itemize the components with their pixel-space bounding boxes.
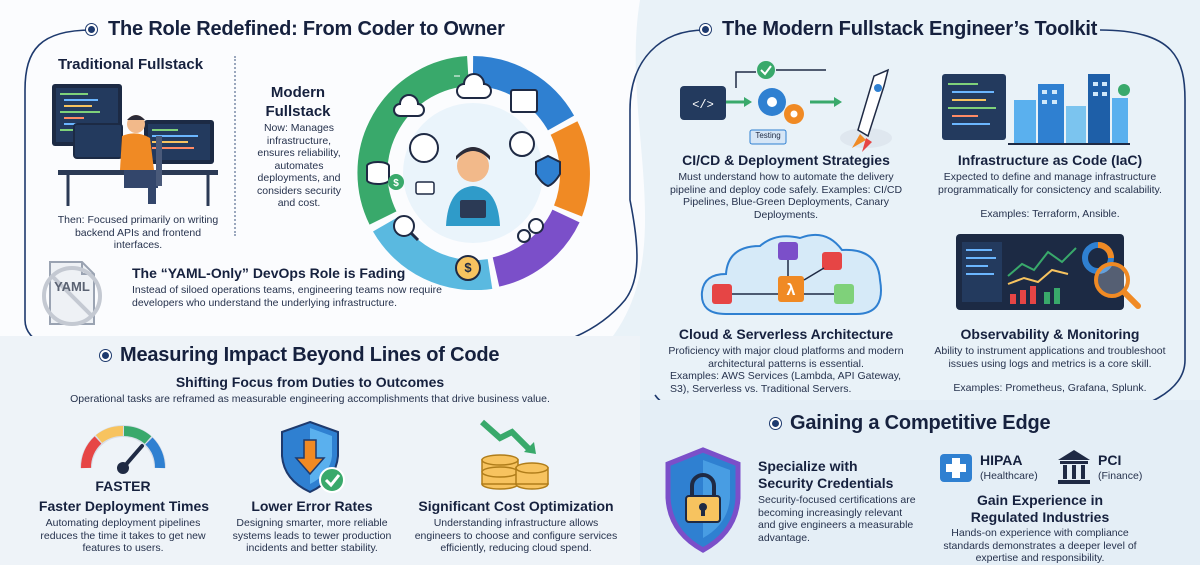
security-body: Security-focused certifications are beco… bbox=[758, 494, 916, 544]
impact-subtitle: Shifting Focus from Duties to Outcomes bbox=[175, 374, 445, 390]
svg-text:$: $ bbox=[464, 260, 472, 275]
toolkit-title: The Modern Fullstack Engineer’s Toolkit bbox=[722, 18, 1098, 40]
modern-caption: Now: Manages infrastructure, ensures rel… bbox=[256, 122, 342, 209]
toolkit-body-3: Proficiency with major cloud platforms a… bbox=[668, 345, 904, 370]
speed-gauge-icon bbox=[78, 416, 168, 476]
toolkit-heading-1: CI/CD & Deployment Strategies bbox=[682, 152, 890, 168]
toolkit-examples-4: Examples: Prometheus, Grafana, Splunk. bbox=[953, 382, 1147, 394]
modern-cycle-illustration: $ $ bbox=[356, 56, 590, 290]
impact-intro: Operational tasks are reframed as measur… bbox=[70, 393, 550, 405]
toolkit-heading-3: Cloud & Serverless Architecture bbox=[678, 326, 894, 342]
yaml-crossed-icon bbox=[40, 258, 104, 328]
section-dot bbox=[770, 418, 781, 429]
yaml-body: Instead of siloed operations teams, engi… bbox=[132, 284, 442, 309]
regulated-heading: Gain Experience in Regulated Industries bbox=[970, 492, 1110, 525]
impact-heading-1: Faster Deployment Times bbox=[38, 498, 210, 514]
section-dot bbox=[700, 24, 711, 35]
toolkit-heading-2: Infrastructure as Code (IaC) bbox=[957, 152, 1143, 168]
section-dot bbox=[86, 24, 97, 35]
healthcare-cross-icon bbox=[938, 450, 974, 486]
shield-down-arrow-icon bbox=[276, 418, 348, 496]
impact-body-1: Automating deployment pipelines reduces … bbox=[40, 517, 206, 554]
impact-heading-3: Significant Cost Optimization bbox=[418, 498, 614, 514]
svg-text:$: $ bbox=[393, 178, 399, 189]
modern-heading: Modern Fullstack bbox=[265, 84, 331, 120]
section-dot bbox=[100, 350, 111, 361]
toolkit-heading-4: Observability & Monitoring bbox=[960, 326, 1140, 342]
impact-heading-2: Lower Error Rates bbox=[251, 498, 373, 514]
hipaa-sublabel: (Healthcare) bbox=[980, 470, 1038, 482]
divider bbox=[234, 56, 236, 236]
impact-body-2: Designing smarter, more reliable systems… bbox=[232, 517, 392, 554]
svg-text:λ: λ bbox=[787, 282, 796, 299]
observability-dashboard-illustration bbox=[952, 230, 1144, 314]
pci-sublabel: (Finance) bbox=[1098, 470, 1143, 482]
bank-building-icon bbox=[1056, 448, 1092, 486]
impact-title: Measuring Impact Beyond Lines of Code bbox=[120, 344, 500, 366]
coins-downtrend-icon bbox=[474, 416, 554, 492]
traditional-developer-illustration bbox=[48, 80, 220, 208]
security-heading: Specialize with Security Credentials bbox=[758, 458, 894, 491]
traditional-caption: Then: Focused primarily on writing backe… bbox=[57, 214, 219, 251]
toolkit-examples-3: Examples: AWS Services (Lambda, API Gate… bbox=[670, 370, 902, 395]
traditional-heading: Traditional Fullstack bbox=[58, 56, 204, 73]
pci-label: PCI bbox=[1098, 452, 1122, 468]
iac-city-illustration bbox=[938, 70, 1130, 148]
svg-text:</>: </> bbox=[692, 98, 714, 112]
cloud-serverless-illustration: λ bbox=[696, 228, 886, 322]
impact-body-3: Understanding infrastructure allows engi… bbox=[414, 517, 618, 554]
gauge-text: FASTER bbox=[95, 478, 151, 494]
role-title: The Role Redefined: From Coder to Owner bbox=[108, 18, 505, 40]
toolkit-body-1: Must understand how to automate the deli… bbox=[669, 171, 903, 221]
hipaa-label: HIPAA bbox=[980, 452, 1023, 468]
cicd-pipeline-illustration: </> bbox=[676, 58, 896, 154]
toolkit-body-4: Ability to instrument applications and t… bbox=[934, 345, 1166, 370]
security-shield-lock-icon bbox=[662, 446, 744, 556]
edge-title: Gaining a Competitive Edge bbox=[790, 412, 1051, 434]
yaml-icon-text: YAML bbox=[54, 279, 90, 294]
toolkit-examples-2: Examples: Terraform, Ansible. bbox=[980, 208, 1120, 220]
yaml-heading: The “YAML-Only” DevOps Role is Fading bbox=[132, 265, 406, 281]
testing-badge: Testing bbox=[755, 131, 781, 140]
toolkit-body-2: Expected to define and manage infrastruc… bbox=[938, 171, 1162, 196]
regulated-body: Hands-on experience with compliance stan… bbox=[943, 527, 1137, 564]
